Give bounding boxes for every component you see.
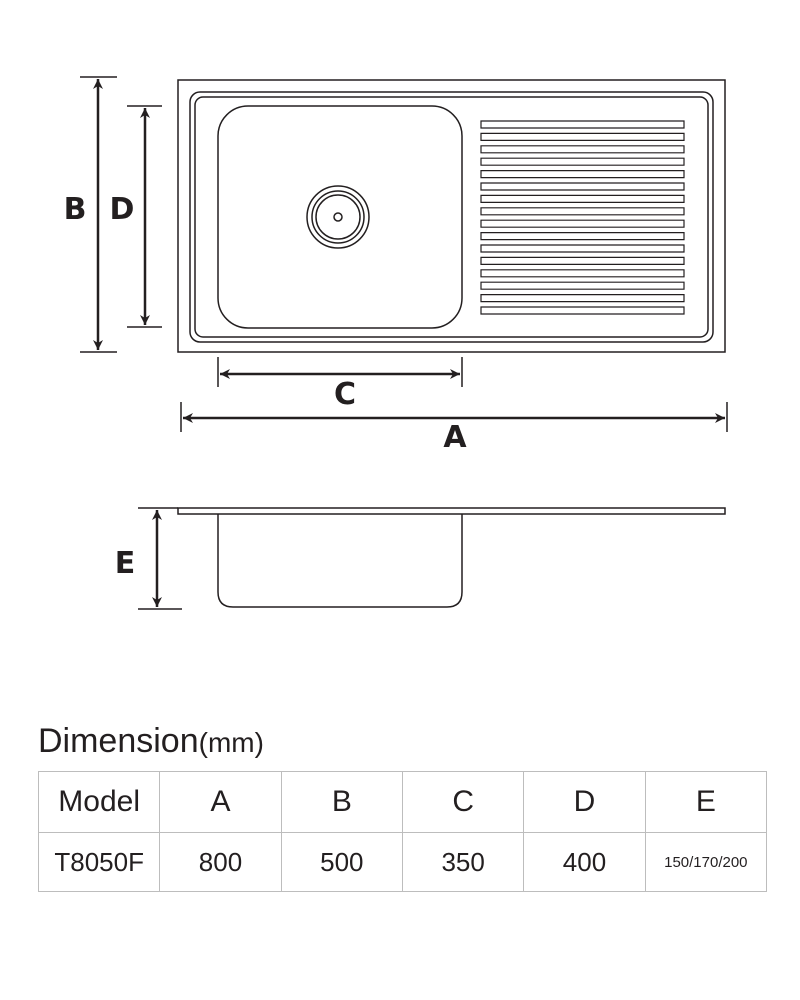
drainboard-groove — [480, 120, 685, 129]
drainboard-groove — [480, 207, 685, 216]
sink-top-view — [177, 79, 726, 353]
label-c: C — [334, 377, 356, 412]
drainboard-groove — [480, 132, 685, 141]
table-header-b: B — [280, 771, 403, 833]
table-header-c: C — [401, 771, 525, 833]
drainboard-groove — [480, 145, 685, 154]
table-cell-a: 800 — [159, 832, 282, 892]
table-row: T8050F 800 500 350 400 150/170/200 — [37, 832, 768, 892]
table-cell-e: 150/170/200 — [644, 832, 768, 892]
drainboard-groove — [480, 294, 685, 303]
drainboard-groove — [480, 232, 685, 241]
dimension-title: Dimension(mm) — [38, 722, 264, 761]
drainboard-groove — [480, 256, 685, 265]
sink-technical-drawing: B D C A E — [64, 76, 728, 610]
drainboard-groove — [480, 306, 685, 315]
table-cell-b: 500 — [280, 832, 403, 892]
drainboard-groove — [480, 219, 685, 228]
table-cell-model: T8050F — [37, 832, 161, 892]
label-a: A — [443, 420, 467, 455]
table-header-model: Model — [37, 771, 161, 833]
sink-bowl — [217, 105, 463, 329]
dimension-title-unit: (mm) — [198, 727, 264, 758]
dimension-e — [138, 507, 182, 610]
drainboard-groove — [480, 194, 685, 203]
drainboard-groove — [480, 269, 685, 278]
side-view-bowl — [217, 514, 463, 608]
sink-side-view — [177, 507, 726, 608]
table-cell-d: 400 — [523, 832, 646, 892]
drainboard-groove — [480, 281, 685, 290]
dimension-d — [127, 105, 162, 328]
dimension-b — [80, 76, 117, 353]
label-e: E — [115, 546, 136, 581]
dimension-title-main: Dimension — [38, 722, 199, 760]
drainboard-groove — [480, 157, 685, 166]
table-header-a: A — [159, 771, 282, 833]
drainboard-groove — [480, 244, 685, 253]
dimension-a — [180, 402, 728, 432]
table-cell-c: 350 — [401, 832, 525, 892]
table-header-d: D — [523, 771, 646, 833]
drainboard-grooves — [480, 120, 685, 315]
label-b: B — [64, 192, 87, 227]
sink-outer-rim — [177, 79, 726, 353]
dimension-table: Model A B C D E T8050F 800 500 350 400 1… — [37, 771, 768, 892]
dimension-c — [217, 357, 463, 387]
drainboard-groove — [480, 182, 685, 191]
side-view-rim — [177, 507, 726, 515]
sink-inner-rim-2 — [194, 96, 709, 338]
table-header-row: Model A B C D E — [37, 771, 768, 833]
sink-inner-rim — [189, 91, 714, 343]
drain-icon — [306, 185, 370, 249]
table-header-e: E — [644, 771, 768, 833]
drainboard-groove — [480, 170, 685, 179]
label-d: D — [110, 192, 135, 227]
